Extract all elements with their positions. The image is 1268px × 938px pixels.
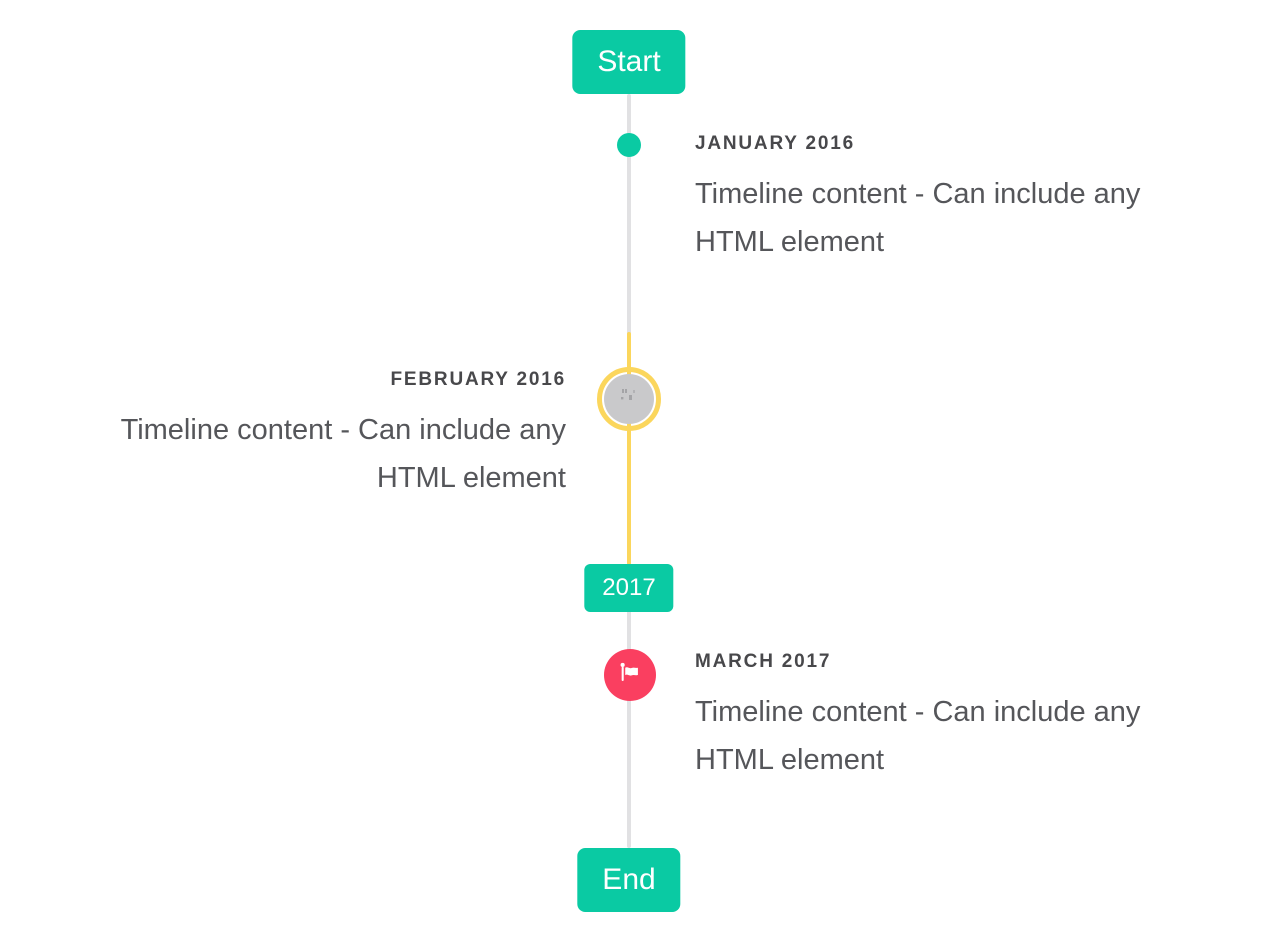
march-flag-marker xyxy=(604,649,656,701)
year-badge: 2017 xyxy=(584,564,674,612)
broken-image-icon xyxy=(619,388,639,411)
entry-label-march: MARCH 2017 xyxy=(695,651,832,672)
end-button[interactable]: End xyxy=(577,848,681,912)
entry-label-february: FEBRUARY 2016 xyxy=(390,369,566,390)
january-dot-marker xyxy=(617,133,641,157)
entry-content-line: HTML element xyxy=(695,226,885,258)
entry-label-january: JANUARY 2016 xyxy=(695,133,855,154)
timeline-rail-highlight xyxy=(627,332,631,565)
entry-content-february: Timeline content - Can include any HTML … xyxy=(26,406,566,502)
entry-content-line: Timeline content - Can include any xyxy=(120,414,566,446)
entry-content-line: Timeline content - Can include any xyxy=(695,178,1141,210)
entry-content-march: Timeline content - Can include any HTML … xyxy=(695,688,1235,784)
february-image-marker xyxy=(597,367,661,431)
entry-content-january: Timeline content - Can include any HTML … xyxy=(695,170,1235,266)
start-button[interactable]: Start xyxy=(572,30,686,94)
flag-icon xyxy=(617,660,643,691)
entry-content-line: HTML element xyxy=(376,462,566,494)
entry-content-line: HTML element xyxy=(695,744,885,776)
entry-content-line: Timeline content - Can include any xyxy=(695,696,1141,728)
